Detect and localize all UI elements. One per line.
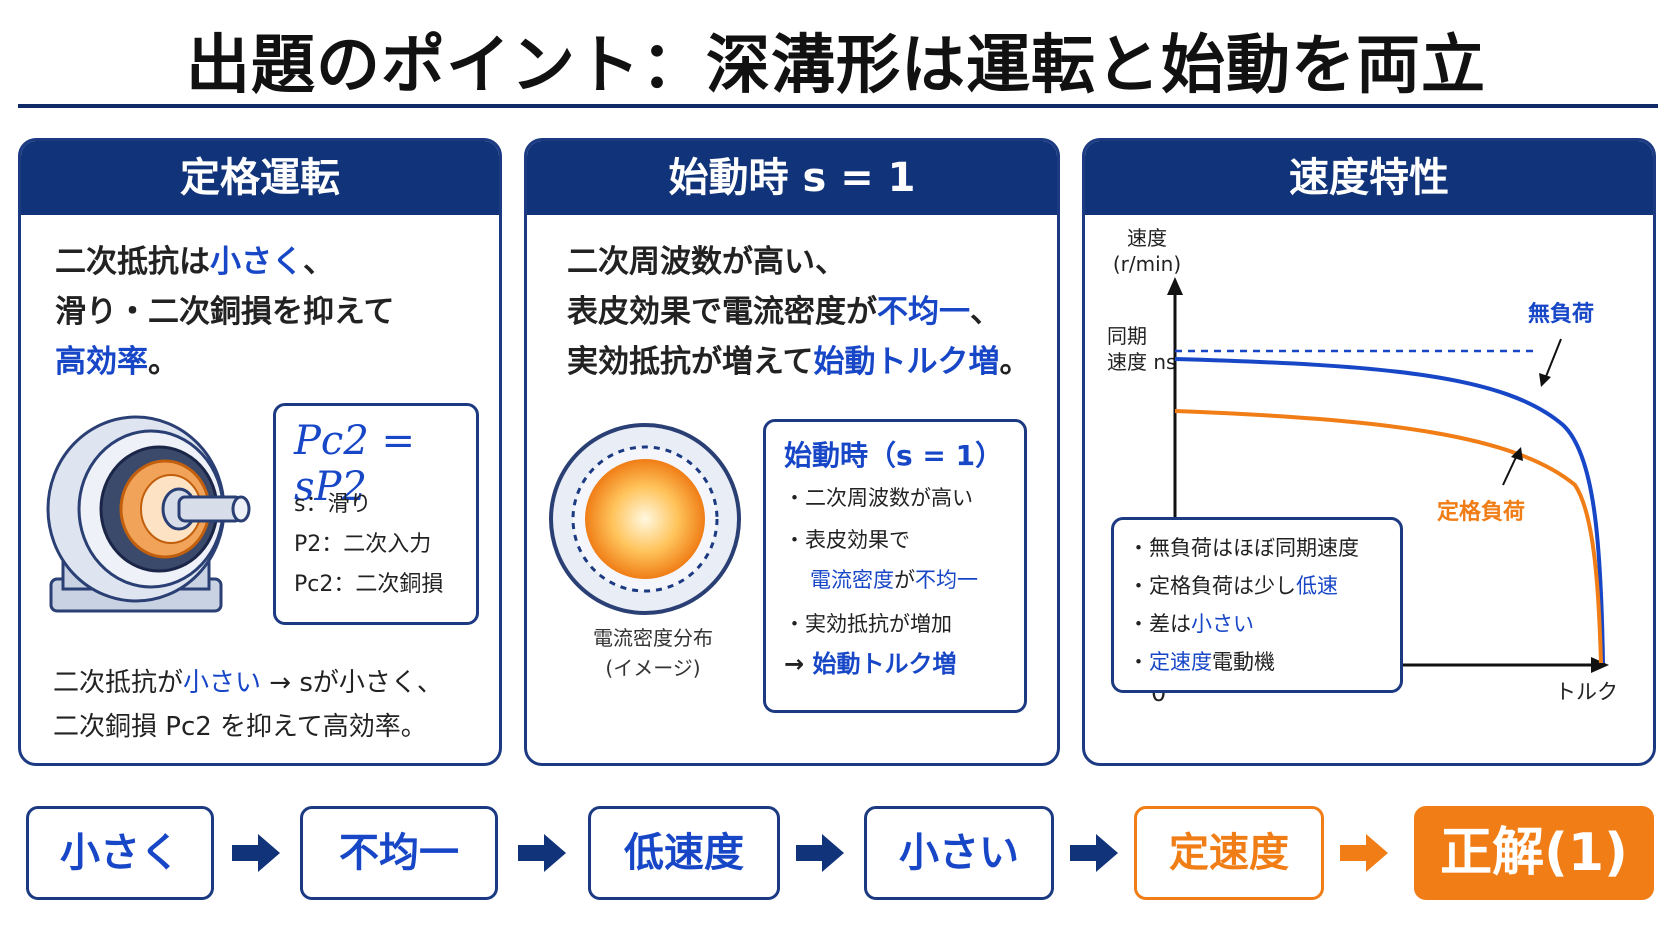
rated-line1-prefix: 二次抵抗は: [55, 244, 210, 280]
chart-xlabel: トルク: [1555, 680, 1618, 704]
rated-line1-highlight: 小さく: [210, 244, 303, 280]
starting-line3-prefix: 実効抵抗が増えて: [567, 344, 814, 380]
chart-sync-label-2: 速度 ns: [1107, 350, 1176, 374]
speed-torque-chart: 速度 (r/min) 同期 速度 ns 0 トルク 無負荷 定格負荷: [1107, 226, 1618, 707]
rated-load-pointer: [1502, 454, 1518, 486]
panel-starting: 始動時 s = 1 二次周波数が高い、 表皮効果で電流密度が不均一、 実効抵抗が…: [524, 138, 1060, 766]
disk-caption-line1: 電流密度分布: [593, 626, 713, 650]
speed-item4-suffix: 電動機: [1212, 650, 1275, 674]
disk-caption-line2: (イメージ): [605, 656, 701, 680]
starting-line3-highlight: 始動トルク増: [813, 344, 1000, 380]
starting-line2-highlight: 不均一: [877, 294, 970, 330]
rated-load-pointer-head: [1511, 447, 1523, 461]
rated-line1-suffix: 、: [303, 244, 334, 280]
starting-box-item2b: 電流密度が不均一: [810, 562, 978, 598]
speed-item2-prefix: ・定格負荷は少し: [1128, 574, 1296, 598]
flow-answer: 正解(1): [1414, 806, 1654, 900]
chart-x-arrow: [1591, 657, 1609, 673]
starting-box-item2b-hl2: 不均一: [915, 568, 978, 592]
rated-line3-highlight: 高効率: [55, 344, 148, 380]
speed-item3: ・差は小さい: [1128, 608, 1254, 638]
rated-summary-highlight: 小さい: [183, 668, 262, 698]
rated-description: 二次抵抗は小さく、 滑り・二次銅損を抑えて 高効率。: [55, 237, 394, 387]
starting-box-item2: ・表皮効果で: [784, 528, 910, 552]
rated-summary: 二次抵抗が小さい → sが小さく、 二次銅損 Pc2 を抑えて高効率。: [53, 661, 443, 749]
speed-item1: ・無負荷はほぼ同期速度: [1128, 536, 1359, 560]
starting-box-item2b-mid: が: [894, 568, 915, 592]
rated-line2: 滑り・二次銅損を抑えて: [55, 294, 395, 330]
series-label-rated-load: 定格負荷: [1437, 499, 1525, 525]
no-load-curve: [1174, 357, 1605, 664]
speed-item4: ・定速度電動機: [1128, 646, 1275, 676]
no-load-pointer-head: [1539, 373, 1551, 387]
starting-box-item2b-hl1: 電流密度: [810, 568, 894, 592]
title-divider: [18, 104, 1658, 108]
flow-arrow-icon: [232, 834, 280, 872]
page-title: 出題のポイント：深溝形は運転と始動を両立: [186, 29, 1486, 103]
formula-item-input: P2：二次入力: [294, 532, 432, 557]
rated-summary-suffix: → sが小さく、: [261, 668, 443, 698]
panel-rated-operation: 定格運転 二次抵抗は小さく、 滑り・二次銅損を抑えて 高効率。 Pc2 = sP…: [18, 138, 502, 766]
panel-header-rated: 定格運転: [21, 141, 499, 215]
speed-item3-prefix: ・差は: [1128, 612, 1191, 636]
starting-line2-prefix: 表皮効果で電流密度が: [567, 294, 877, 330]
starting-box-item4: → 始動トルク増: [784, 646, 956, 682]
starting-box-item4-highlight: 始動トルク増: [812, 650, 957, 678]
motor-icon: [46, 415, 251, 613]
speed-item2-highlight: 低速: [1296, 574, 1338, 598]
flow-step-4: 小さい: [864, 806, 1054, 900]
panel-header-starting: 始動時 s = 1: [527, 141, 1057, 215]
rated-summary-line2: 二次銅損 Pc2 を抑えて高効率。: [53, 712, 427, 742]
starting-box-item1: ・二次周波数が高い: [784, 486, 973, 510]
speed-summary-box: ・無負荷はほぼ同期速度 ・定格負荷は少し低速 ・差は小さい ・定速度電動機: [1111, 517, 1403, 693]
flow-arrow-icon: [518, 834, 566, 872]
no-load-pointer: [1544, 338, 1562, 380]
rated-summary-prefix: 二次抵抗が: [53, 668, 184, 698]
series-label-no-load: 無負荷: [1528, 301, 1594, 327]
current-density-disk-icon: [549, 423, 741, 615]
disk-caption: 電流密度分布 (イメージ): [563, 623, 743, 683]
chart-ylabel-1: 速度: [1127, 226, 1167, 250]
flow-step-1: 小さく: [26, 806, 214, 900]
speed-item4-highlight: 定速度: [1149, 650, 1212, 674]
formula-box: Pc2 = sP2 s：滑り P2：二次入力 Pc2：二次銅損: [273, 403, 479, 625]
starting-detail-box: 始動時（s = 1） ・二次周波数が高い ・表皮効果で 電流密度が不均一 ・実効…: [763, 419, 1027, 713]
speed-item4-prefix: ・: [1128, 650, 1149, 674]
formula-main: Pc2 = sP2: [294, 418, 415, 510]
starting-line3-suffix: 。: [999, 344, 1031, 380]
chart-sync-label-1: 同期: [1107, 324, 1147, 348]
starting-line1: 二次周波数が高い、: [567, 244, 846, 280]
flow-arrow-icon: [796, 834, 844, 872]
starting-box-title: 始動時（s = 1）: [784, 439, 1004, 472]
chart-ylabel-2: (r/min): [1113, 252, 1181, 276]
flow-arrow-icon: [1340, 834, 1388, 872]
starting-box-item3: ・実効抵抗が増加: [784, 612, 952, 636]
formula-item-copper-loss: Pc2：二次銅損: [294, 572, 444, 597]
panel-speed-characteristics: 速度特性 速度 (r/min) 同期 速度 ns 0 トルク 無負荷 定格負荷 …: [1082, 138, 1656, 766]
speed-item2: ・定格負荷は少し低速: [1128, 570, 1338, 600]
speed-item3-highlight: 小さい: [1191, 612, 1254, 636]
formula-item-slip: s：滑り: [294, 492, 372, 517]
starting-line2-suffix: 、: [970, 294, 1001, 330]
flow-step-3: 低速度: [588, 806, 780, 900]
starting-description: 二次周波数が高い、 表皮効果で電流密度が不均一、 実効抵抗が増えて始動トルク増。: [567, 237, 1030, 387]
flow-step-5: 定速度: [1134, 806, 1324, 900]
rated-load-curve: [1174, 409, 1603, 664]
flow-step-2: 不均一: [300, 806, 498, 900]
chart-y-arrow: [1167, 277, 1183, 295]
starting-box-item4-prefix: →: [784, 650, 813, 678]
panel-header-speed: 速度特性: [1085, 141, 1653, 215]
rated-line3-suffix: 。: [148, 344, 179, 380]
flow-arrow-icon: [1070, 834, 1118, 872]
